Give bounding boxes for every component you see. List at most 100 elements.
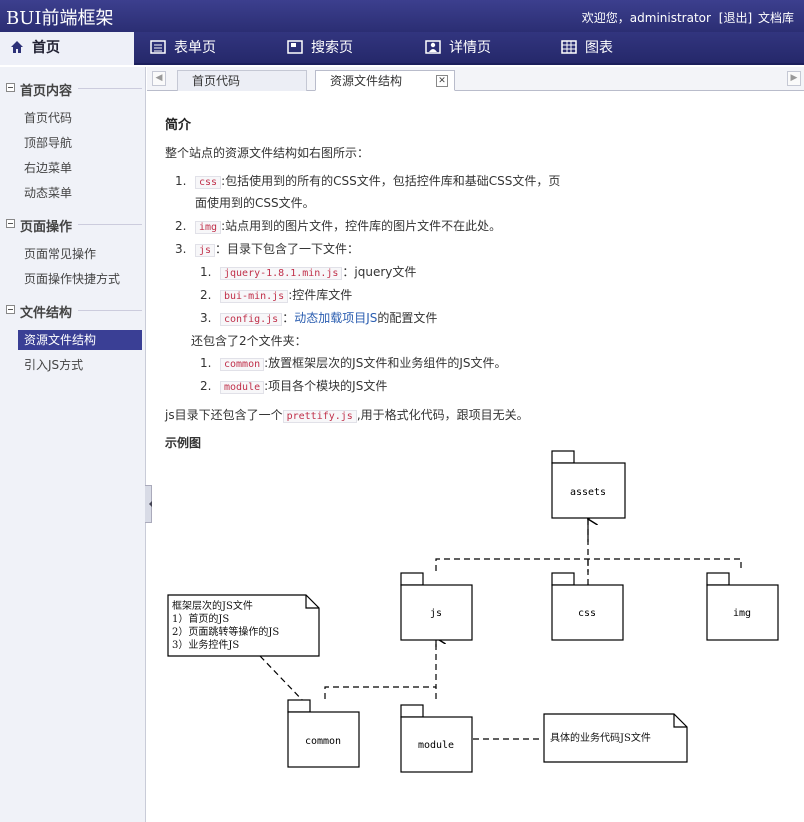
sidebar-item-right-menu[interactable]: 右边菜单: [24, 161, 73, 175]
sidebar-item-home-code[interactable]: 首页代码: [24, 111, 73, 125]
collapse-icon[interactable]: [6, 305, 15, 314]
text: :站点用到的图片文件，控件库的图片文件不在此处。: [221, 219, 502, 233]
nav-label: 搜索页: [311, 40, 353, 56]
divider: [78, 88, 142, 89]
structure-diagram: assets js css img common module 框架层次的JS文…: [167, 450, 779, 773]
list-item-js: 3.js：目录下包含了一下文件：: [175, 240, 359, 257]
text: ：jquery文件: [342, 265, 417, 279]
text: 的配置文件: [377, 311, 438, 325]
content-panel: 简介 整个站点的资源文件结构如右图所示： 1.css:包括使用到的所有的CSS文…: [147, 92, 804, 822]
text: ,用于格式化代码，跟项目无关。: [356, 408, 529, 422]
sidebar-item-resource-structure[interactable]: 资源文件结构: [18, 330, 142, 350]
sidebar-group-page-ops[interactable]: 页面操作: [0, 213, 146, 235]
sub-item-jquery: 1. jquery-1.8.1.min.js：jquery文件: [200, 263, 416, 280]
text: :项目各个模块的JS文件: [264, 379, 388, 393]
sidebar-group-home[interactable]: 首页内容: [0, 77, 146, 99]
docs-link[interactable]: 文档库: [757, 11, 794, 25]
text: js目录下还包含了一个: [165, 408, 283, 422]
divider: [78, 224, 142, 225]
form-icon: [150, 40, 166, 54]
nav-form[interactable]: 表单页: [150, 32, 216, 65]
close-icon[interactable]: ✕: [436, 75, 448, 87]
folder-img: img: [733, 608, 751, 619]
group-title: 首页内容: [20, 84, 73, 99]
sidebar-item-js-import[interactable]: 引入JS方式: [24, 358, 84, 372]
user-icon: [425, 40, 441, 54]
code-prettify: prettify.js: [282, 410, 357, 423]
sidebar-collapse-handle[interactable]: [145, 485, 152, 523]
note-framework-l1: 框架层次的JS文件: [172, 599, 253, 612]
tab-bar: ◀ 首页代码 资源文件结构 ✕ ▶: [147, 67, 804, 91]
sub-item-module: 2. module:项目各个模块的JS文件: [200, 377, 387, 394]
list-num: 2.: [175, 219, 187, 233]
list-num: 2.: [200, 379, 212, 393]
sidebar-item-common-ops[interactable]: 页面常见操作: [24, 247, 97, 261]
code-js: js: [195, 244, 216, 257]
sub-item-bui: 2. bui-min.js:控件库文件: [200, 286, 352, 303]
text: :放置框架层次的JS文件和业务组件的JS文件。: [264, 356, 507, 370]
list-num: 1.: [200, 356, 212, 370]
text: :控件库文件: [288, 288, 353, 302]
collapse-icon[interactable]: [6, 219, 15, 228]
section-title: 简介: [165, 118, 192, 133]
dynamic-load-link[interactable]: 动态加载项目JS: [294, 311, 378, 325]
code-module: module: [220, 381, 265, 394]
nav-chart[interactable]: 图表: [561, 32, 613, 65]
folder-assets: assets: [570, 487, 606, 498]
note-framework-l4: 3）业务控件JS: [172, 638, 239, 651]
nav-search[interactable]: 搜索页: [287, 32, 353, 65]
folder-css: css: [578, 608, 596, 619]
tab-label: 资源文件结构: [330, 74, 403, 88]
list-num: 1.: [175, 174, 187, 188]
welcome-text: 欢迎您，: [581, 11, 630, 25]
code-css: css: [195, 176, 222, 189]
sub-item-common: 1. common:放置框架层次的JS文件和业务组件的JS文件。: [200, 354, 506, 371]
top-bar: BUI前端框架 欢迎您，administrator [退出] 文档库: [0, 0, 804, 32]
folder-common: common: [305, 736, 341, 747]
nav-home[interactable]: 首页: [0, 32, 134, 65]
code-bui: bui-min.js: [220, 290, 289, 303]
logout-link[interactable]: [退出]: [718, 11, 753, 25]
intro-text: 整个站点的资源文件结构如右图所示：: [165, 146, 370, 160]
main-nav: 首页 表单页 搜索页 详情页 图表: [0, 32, 804, 65]
collapse-icon[interactable]: [6, 83, 15, 92]
nav-label: 图表: [585, 40, 613, 56]
code-common: common: [220, 358, 265, 371]
text: :包括使用到的所有的CSS文件，包括控件库和基础CSS文件，页: [221, 174, 561, 188]
tab-label: 首页代码: [192, 74, 241, 88]
tab-resource-structure[interactable]: 资源文件结构 ✕: [315, 70, 455, 91]
list-num: 2.: [200, 288, 212, 302]
sidebar: 首页内容 首页代码 顶部导航 右边菜单 动态菜单 页面操作 页面常见操作 页面操…: [0, 67, 146, 822]
chart-icon: [561, 40, 577, 54]
tab-home-code[interactable]: 首页代码: [177, 70, 307, 91]
note-business: 具体的业务代码JS文件: [550, 731, 651, 744]
example-title: 示例图: [165, 436, 202, 450]
list-num: 1.: [200, 265, 212, 279]
list-item-img: 2. img:站点用到的图片文件，控件库的图片文件不在此处。: [175, 217, 501, 234]
folder-module: module: [418, 740, 454, 751]
home-icon: [11, 41, 23, 53]
folder-js: js: [430, 608, 442, 619]
group-title: 文件结构: [20, 306, 73, 321]
group-title: 页面操作: [20, 220, 73, 235]
sidebar-item-dynamic-menu[interactable]: 动态菜单: [24, 186, 73, 200]
sidebar-group-file-structure[interactable]: 文件结构: [0, 299, 146, 321]
tab-scroll-right-icon[interactable]: ▶: [787, 71, 801, 86]
text: ：目录下包含了一下文件：: [215, 242, 360, 256]
list-item-css: 1. css:包括使用到的所有的CSS文件，包括控件库和基础CSS文件，页: [175, 172, 560, 189]
search-page-icon: [287, 40, 303, 54]
nav-detail[interactable]: 详情页: [425, 32, 491, 65]
code-jquery: jquery-1.8.1.min.js: [220, 267, 343, 280]
list-item-css-cont: 面使用到的CSS文件。: [195, 196, 315, 210]
divider: [78, 310, 142, 311]
nav-label: 首页: [32, 40, 60, 56]
list-num: 3.: [200, 311, 212, 325]
sidebar-item-top-nav[interactable]: 顶部导航: [24, 136, 73, 150]
tab-scroll-left-icon[interactable]: ◀: [152, 71, 166, 86]
code-img: img: [195, 221, 222, 234]
note-framework-l3: 2）页面跳转等操作的JS: [172, 625, 279, 638]
username: administrator: [629, 11, 711, 25]
sidebar-item-shortcuts[interactable]: 页面操作快捷方式: [24, 272, 121, 286]
logo: BUI前端框架: [6, 8, 114, 29]
